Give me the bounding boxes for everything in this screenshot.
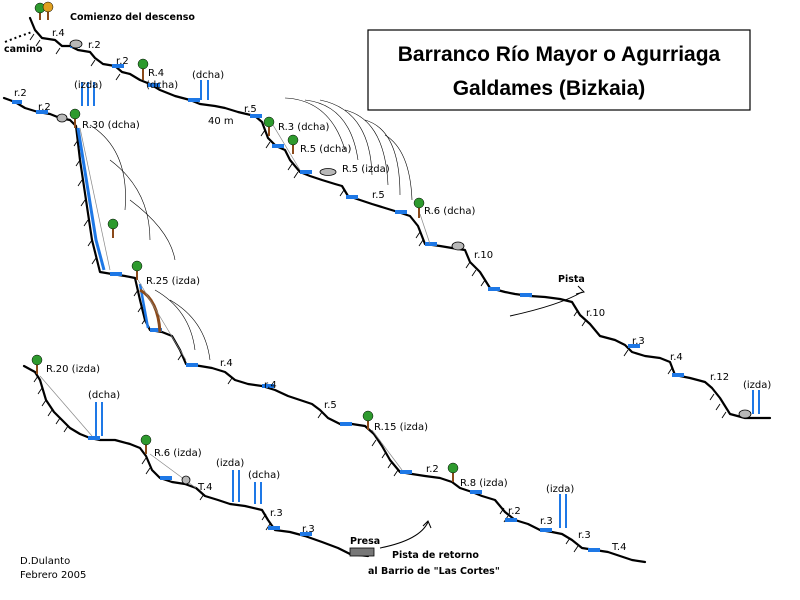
obstacle-label: (dcha) bbox=[88, 390, 120, 401]
tree-icon bbox=[131, 260, 143, 280]
obstacle-label: r.3 bbox=[632, 336, 645, 347]
obstacle-label: R.5 (izda) bbox=[342, 164, 390, 175]
dam-label: Presa bbox=[350, 536, 380, 547]
obstacle-label: r.4 bbox=[220, 358, 233, 369]
obstacle-label: r.3 bbox=[270, 508, 283, 519]
obstacle-label: r.2 bbox=[38, 102, 51, 113]
obstacle-label: (dcha) bbox=[192, 70, 224, 81]
profile-1 bbox=[28, 16, 772, 420]
start-label: Comienzo del descenso bbox=[70, 12, 195, 23]
tree-icon bbox=[137, 58, 149, 80]
path-label: camino bbox=[4, 44, 43, 55]
obstacle-label: r.3 bbox=[540, 516, 553, 527]
obstacle-label: R.3 (dcha) bbox=[278, 122, 330, 133]
cliff-contours bbox=[89, 97, 413, 361]
title-box: Barranco Río Mayor o Agurriaga Galdames … bbox=[367, 29, 751, 111]
obstacle-label: R.6 (dcha) bbox=[424, 206, 476, 217]
paths bbox=[4, 31, 585, 549]
trees bbox=[31, 1, 459, 482]
boulders bbox=[56, 39, 752, 557]
obstacle-label: r.5 bbox=[324, 400, 337, 411]
return-label-2: al Barrio de "Las Cortes" bbox=[368, 566, 500, 577]
profile-3 bbox=[22, 364, 370, 558]
tree-icon bbox=[42, 1, 54, 20]
obstacle-label: r.4 bbox=[264, 380, 277, 391]
obstacle-label: R.5 (dcha) bbox=[300, 144, 352, 155]
obstacle-label: R.30 (dcha) bbox=[82, 120, 140, 131]
tree-icon bbox=[140, 434, 152, 454]
obstacle-label: r.2 bbox=[426, 464, 439, 475]
profile-4 bbox=[372, 432, 647, 564]
obstacle-label: r.2 bbox=[116, 56, 129, 67]
obstacle-label: (izda) bbox=[216, 458, 244, 469]
tree-icon bbox=[107, 218, 119, 238]
obstacle-labels: r.4 r.2 r.2 R.4 (dcha) (dcha) r.5 r.2 r.… bbox=[14, 28, 771, 553]
place-labels: Comienzo del descenso camino Pista Presa… bbox=[4, 12, 585, 581]
tree-icon bbox=[413, 197, 425, 218]
tree-icon bbox=[447, 462, 459, 482]
obstacle-label: r.5 bbox=[372, 190, 385, 201]
rock-hatching bbox=[29, 33, 727, 553]
obstacle-label: R.4 bbox=[148, 68, 164, 79]
obstacle-label: R.15 (izda) bbox=[374, 422, 428, 433]
obstacle-label: (dcha) bbox=[146, 80, 178, 91]
obstacle-label: R.20 (izda) bbox=[46, 364, 100, 375]
obstacle-label: r.2 bbox=[88, 40, 101, 51]
obstacle-label: T.4 bbox=[611, 542, 626, 553]
tree-icon bbox=[263, 116, 275, 136]
obstacle-label: (izda) bbox=[546, 484, 574, 495]
obstacle-label: r.3 bbox=[302, 524, 315, 535]
track-label: Pista bbox=[558, 274, 585, 285]
obstacle-label: R.25 (izda) bbox=[146, 276, 200, 287]
tree-icon bbox=[69, 108, 81, 128]
return-label-1: Pista de retorno bbox=[392, 550, 479, 561]
obstacle-label: r.4 bbox=[52, 28, 65, 39]
tree-icon bbox=[34, 2, 46, 20]
obstacle-label: R.6 (izda) bbox=[154, 448, 202, 459]
obstacle-label: (dcha) bbox=[248, 470, 280, 481]
tree-icon bbox=[31, 354, 43, 374]
rope-lines bbox=[39, 119, 431, 489]
obstacle-label: r.4 bbox=[670, 352, 683, 363]
tree-icon bbox=[362, 410, 374, 430]
tree-icon bbox=[287, 134, 299, 154]
obstacle-label: (izda) bbox=[74, 80, 102, 91]
obstacle-label: R.8 (izda) bbox=[460, 478, 508, 489]
obstacle-label: T.4 bbox=[197, 482, 212, 493]
date-label: Febrero 2005 bbox=[20, 570, 86, 581]
obstacle-label: r.10 bbox=[474, 250, 493, 261]
obstacle-label: r.3 bbox=[578, 530, 591, 541]
obstacle-label: (izda) bbox=[743, 380, 771, 391]
obstacle-label: r.2 bbox=[508, 506, 521, 517]
author-label: D.Dulanto bbox=[20, 556, 70, 567]
title-line-1: Barranco Río Mayor o Agurriaga bbox=[398, 43, 721, 66]
obstacle-label: r.12 bbox=[710, 372, 729, 383]
obstacle-label: r.5 bbox=[244, 104, 257, 115]
obstacle-label: r.2 bbox=[14, 88, 27, 99]
distance-label: 40 m bbox=[208, 116, 234, 127]
title-line-2: Galdames (Bizkaia) bbox=[453, 77, 646, 100]
obstacle-label: r.10 bbox=[586, 308, 605, 319]
